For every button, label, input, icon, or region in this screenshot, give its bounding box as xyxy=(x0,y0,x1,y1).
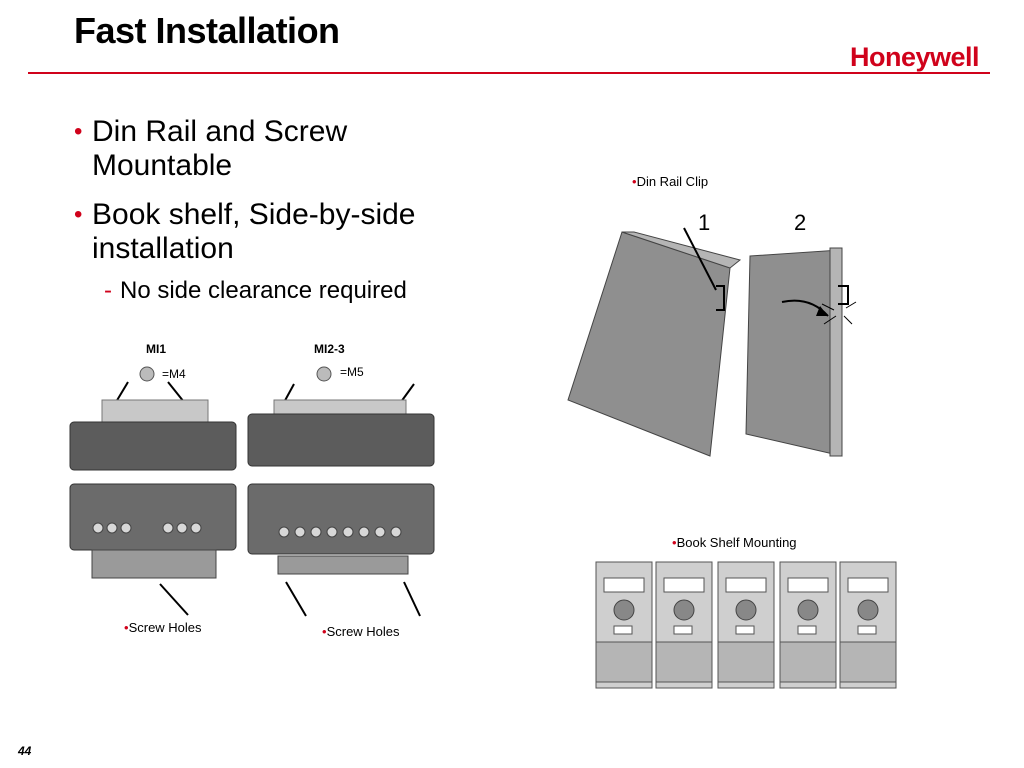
caption-marker: • xyxy=(322,624,327,639)
page-number: 44 xyxy=(18,744,32,758)
bullet-text: Book shelf, Side-by-side installation xyxy=(92,198,416,265)
caption-text: Book Shelf Mounting xyxy=(676,535,797,550)
din-rail-caption: •Din Rail Clip xyxy=(632,174,708,189)
mi1-device-illustration xyxy=(69,366,237,616)
step-2-label: 2 xyxy=(794,210,807,235)
title-divider xyxy=(28,72,990,74)
mi1-screw-size: =M4 xyxy=(162,367,186,381)
mi23-device-illustration xyxy=(247,366,435,617)
mi23-screw-size: =M5 xyxy=(340,365,364,379)
caption-marker: • xyxy=(632,174,637,189)
caption-marker: • xyxy=(124,620,129,635)
caption-text: Screw Holes xyxy=(326,624,400,639)
sub-bullet-text: No side clearance required xyxy=(120,277,407,304)
slide-title: Fast Installation xyxy=(74,10,340,51)
step-1-label: 1 xyxy=(698,210,711,235)
mi1-label: MI1 xyxy=(146,342,167,356)
book-shelf-illustration xyxy=(595,561,897,689)
screw-holes-caption-right: •Screw Holes xyxy=(322,624,400,639)
screw-holes-caption-left: •Screw Holes xyxy=(124,620,202,635)
bullet-text: Din Rail and Screw Mountable xyxy=(92,115,348,182)
caption-marker: • xyxy=(672,535,677,550)
dash-marker: - xyxy=(104,277,112,304)
caption-text: Screw Holes xyxy=(128,620,202,635)
mi23-label: MI2-3 xyxy=(314,342,345,356)
caption-text: Din Rail Clip xyxy=(636,174,709,189)
bullet-marker: • xyxy=(74,201,83,228)
din-rail-illustration xyxy=(567,227,857,457)
sub-bullet-no-clearance: -No side clearance required xyxy=(104,277,407,305)
book-shelf-caption: •Book Shelf Mounting xyxy=(672,535,797,550)
bullet-marker: • xyxy=(74,118,83,145)
honeywell-logo: Honeywell xyxy=(850,42,980,72)
